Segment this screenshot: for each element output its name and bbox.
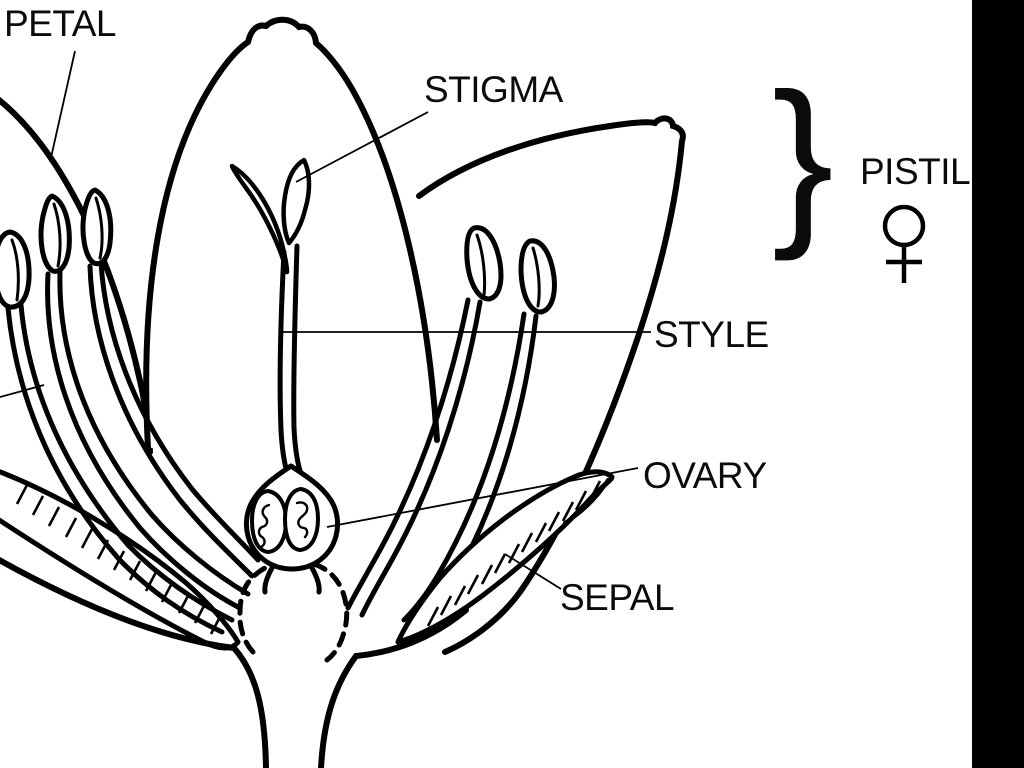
petal-leader-line <box>49 50 76 163</box>
stigma-right-tip <box>281 157 312 246</box>
right-anther-fold-lines <box>475 233 541 308</box>
right-sepal-hatching <box>426 480 602 627</box>
ovary-base-legs <box>262 565 322 595</box>
cutoff-leader-line <box>0 384 45 398</box>
pistil-label: PISTIL <box>860 151 970 192</box>
sepal-label: SEPAL <box>560 577 674 618</box>
style-stalk <box>277 243 304 477</box>
petal-label: PETAL <box>4 3 116 44</box>
right-anthers <box>464 225 557 315</box>
female-symbol-icon <box>882 204 926 283</box>
sepal-leader-line <box>504 553 562 590</box>
right-black-sidebar <box>972 0 1024 768</box>
left-anther-fold-lines <box>10 196 104 302</box>
stigma-label: STIGMA <box>424 69 564 110</box>
left-stamen-filaments <box>5 259 261 635</box>
ovary-label: OVARY <box>643 455 767 496</box>
ovule-squiggles <box>257 501 309 549</box>
stem-right-edge <box>318 607 469 768</box>
stigma-left-tip <box>229 163 290 275</box>
left-anthers <box>0 187 114 310</box>
style-label: STYLE <box>654 314 769 355</box>
pistil-brace: } <box>772 56 834 262</box>
right-sepal-tip-fold <box>563 478 610 525</box>
label-leader-lines <box>0 50 651 590</box>
stem-left-edge <box>0 557 269 768</box>
left-sepal-hatching <box>15 484 223 635</box>
stigma-leader-line <box>295 111 429 183</box>
ovary-locules <box>249 486 321 555</box>
ovary-leader-line <box>326 467 639 528</box>
